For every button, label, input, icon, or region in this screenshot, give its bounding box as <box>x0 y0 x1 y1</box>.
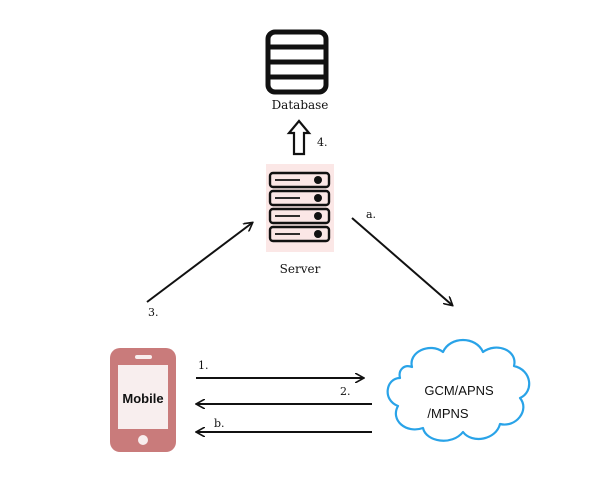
server-rack-icon <box>266 164 334 252</box>
cloud-label-line2: /MPNS <box>427 406 469 421</box>
cloud-label-line1: GCM/APNS <box>424 383 494 398</box>
cloud-icon <box>386 338 531 442</box>
database-label: Database <box>272 98 329 112</box>
step-2-label: 2. <box>340 385 351 398</box>
step-b-label: b. <box>214 417 225 430</box>
step-a-label: a. <box>366 208 376 221</box>
step-3-label: 3. <box>148 306 159 319</box>
mobile-to-server-arrow <box>146 223 252 303</box>
step-4-label: 4. <box>317 136 328 149</box>
mobile-phone-icon <box>110 348 176 452</box>
database-icon <box>265 29 329 95</box>
server-to-database-arrow <box>286 119 312 156</box>
step-1-label: 1. <box>198 359 209 372</box>
server-label: Server <box>280 262 321 276</box>
mobile-label: Mobile <box>122 391 163 406</box>
server-to-cloud-arrow <box>351 217 452 305</box>
